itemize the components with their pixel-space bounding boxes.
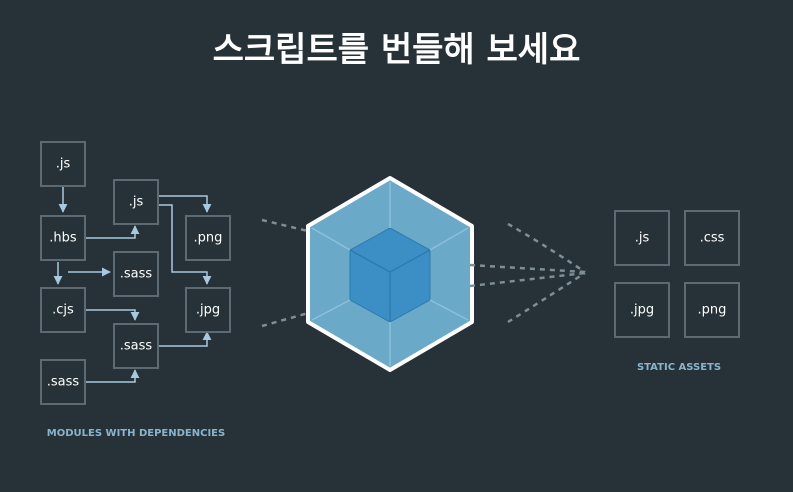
asset-css: .css	[684, 210, 740, 266]
webpack-cube-icon	[306, 176, 474, 372]
asset-js-label: .js	[635, 231, 650, 246]
arrow-cjs-to-sass	[86, 309, 140, 321]
output-dash-3	[507, 222, 586, 274]
module-hbs: .hbs	[40, 215, 86, 261]
module-hbs-label: .hbs	[49, 231, 77, 246]
arrow-js-to-jpg	[159, 204, 212, 285]
module-js-2: .js	[113, 179, 159, 225]
module-js-2-label: .js	[129, 195, 144, 210]
module-sass-2: .sass	[113, 323, 159, 369]
module-png: .png	[185, 215, 231, 261]
module-png-label: .png	[194, 231, 223, 246]
arrow-js-to-png	[159, 195, 212, 213]
asset-png: .png	[684, 282, 740, 338]
module-js-1-label: .js	[56, 157, 71, 172]
asset-jpg: .jpg	[614, 282, 670, 338]
module-js-1: .js	[40, 141, 86, 187]
module-sass-3: .sass	[40, 359, 86, 405]
output-dash-1	[469, 263, 586, 274]
module-sass-3-label: .sass	[47, 375, 80, 390]
assets-caption: STATIC ASSETS	[637, 362, 721, 373]
module-cjs-label: .cjs	[52, 303, 74, 318]
page-title: 스크립트를 번들해 보세요	[212, 30, 581, 70]
dependency-arrows	[53, 186, 212, 383]
module-cjs: .cjs	[40, 287, 86, 333]
input-dash-top	[261, 218, 313, 234]
asset-css-label: .css	[700, 231, 725, 246]
output-dash-4	[507, 271, 586, 324]
module-sass-2-label: .sass	[120, 339, 153, 354]
arrow-hbs-to-js	[86, 225, 140, 239]
asset-js: .js	[614, 210, 670, 266]
arrow-sass-to-jpg	[159, 331, 212, 347]
asset-jpg-label: .jpg	[630, 303, 654, 318]
arrow-sass-to-sass	[86, 369, 140, 383]
module-jpg-label: .jpg	[196, 303, 220, 318]
asset-png-label: .png	[698, 303, 727, 318]
input-dash-bottom	[261, 310, 313, 328]
module-sass-1: .sass	[113, 251, 159, 297]
modules-caption: MODULES WITH DEPENDENCIES	[47, 428, 225, 439]
module-jpg: .jpg	[185, 287, 231, 333]
module-sass-1-label: .sass	[120, 267, 153, 282]
